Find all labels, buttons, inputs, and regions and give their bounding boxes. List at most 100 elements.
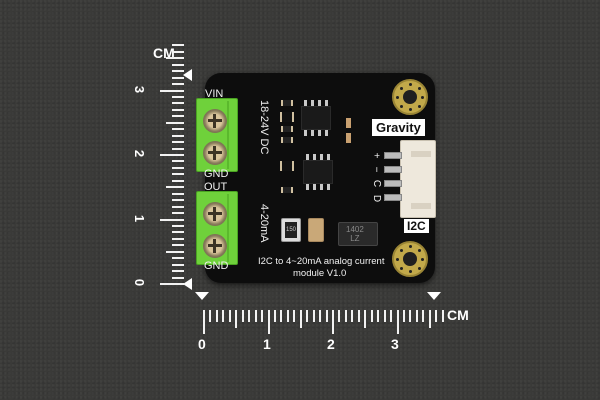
chip-pin — [327, 184, 330, 190]
ruler-tick — [338, 310, 341, 322]
screw-icon — [203, 109, 227, 133]
ruler-tick — [286, 310, 289, 322]
ruler-tick — [312, 310, 315, 322]
ruler-tick — [415, 310, 418, 322]
screw-icon — [203, 141, 227, 165]
pin-label-minus: − — [370, 166, 382, 173]
gnd-label-output: GND — [204, 260, 229, 272]
mounting-hole-top — [392, 79, 428, 115]
connector-pin — [384, 180, 402, 187]
ruler-tick — [280, 310, 283, 322]
ruler-tick — [306, 310, 309, 322]
horizontal-ruler-label-3: 3 — [391, 336, 399, 352]
ruler-tick — [172, 95, 184, 98]
vin-label: VIN — [205, 88, 224, 100]
smd-transistor — [280, 161, 294, 171]
ic-chip-top — [301, 106, 331, 130]
ruler-tick — [172, 166, 184, 169]
ruler-tick — [172, 199, 184, 202]
ruler-tick — [235, 310, 238, 328]
ruler-tick — [166, 250, 184, 253]
vertical-ruler-unit: CM — [153, 45, 175, 61]
smd-resistor — [281, 126, 293, 132]
ruler-tick — [344, 310, 347, 322]
out-label: OUT — [204, 181, 228, 193]
ruler-tick — [160, 283, 184, 285]
ruler-tick — [172, 270, 184, 273]
ruler-tick — [299, 310, 302, 328]
smd-transistor — [280, 112, 294, 122]
ruler-tick — [377, 310, 380, 322]
chip-pin — [318, 100, 321, 106]
ruler-marker-left-icon — [195, 292, 209, 300]
chip-pin — [306, 154, 309, 160]
chip-pin — [304, 100, 307, 106]
ruler-tick — [160, 89, 184, 92]
ruler-tick — [172, 257, 184, 260]
connector-pin — [384, 152, 402, 159]
ruler-tick — [435, 310, 438, 322]
connector-pin — [384, 166, 402, 173]
pin-label-c: C — [371, 179, 383, 188]
chip-pin — [327, 154, 330, 160]
ruler-tick — [390, 310, 393, 322]
chip-pin — [304, 130, 307, 136]
ruler-tick — [332, 310, 334, 334]
ruler-tick — [293, 310, 296, 322]
ruler-tick — [409, 310, 412, 322]
ruler-tick — [228, 310, 231, 322]
ruler-tick — [261, 310, 264, 322]
chip-pin — [320, 184, 323, 190]
chip-pin — [311, 130, 314, 136]
chip-pin — [325, 130, 328, 136]
vertical-ruler-label-2: 2 — [132, 149, 148, 158]
ruler-tick — [422, 310, 425, 322]
ruler-tick — [172, 205, 184, 208]
ruler-tick — [402, 310, 405, 322]
horizontal-ruler: CM 0 1 2 3 — [195, 290, 485, 360]
input-voltage-label: 18-24V DC — [258, 100, 270, 155]
ruler-tick — [172, 83, 184, 86]
ruler-tick — [172, 231, 184, 234]
ruler-tick — [172, 237, 184, 240]
screw-icon — [203, 202, 227, 226]
ruler-tick — [215, 310, 218, 322]
ruler-tick — [172, 102, 184, 105]
ruler-tick — [441, 310, 444, 322]
gravity-badge: Gravity — [372, 119, 425, 136]
mounting-hole-bottom — [392, 241, 428, 277]
chip-pin — [325, 100, 328, 106]
ruler-tick — [172, 141, 184, 144]
ruler-tick — [172, 160, 184, 163]
ruler-tick — [273, 310, 276, 322]
ruler-tick — [172, 108, 184, 111]
ruler-tick — [172, 212, 184, 215]
gravity-i2c-connector[interactable] — [400, 140, 436, 218]
vertical-ruler-label-3: 3 — [132, 85, 148, 94]
ruler-tick — [357, 310, 360, 322]
ruler-tick — [172, 44, 184, 47]
chip-pin — [306, 184, 309, 190]
ruler-tick — [351, 310, 354, 322]
pin-label-d: D — [371, 194, 383, 203]
ruler-tick — [172, 134, 184, 137]
ruler-tick — [160, 154, 184, 156]
smd-capacitor — [346, 133, 351, 143]
ruler-tick — [166, 186, 184, 189]
ruler-tick — [172, 128, 184, 131]
power-resistor: 150 — [281, 218, 301, 242]
ruler-tick — [160, 218, 184, 221]
ruler-tick — [172, 63, 184, 66]
ruler-tick — [428, 310, 431, 328]
chip-pin — [313, 184, 316, 190]
chip-pin — [311, 100, 314, 106]
ruler-tick — [172, 70, 184, 73]
ruler-tick — [267, 310, 270, 334]
board-title-line1: I2C to 4~20mA analog current — [258, 256, 385, 267]
output-current-label: 4-20mA — [258, 204, 270, 243]
ruler-tick — [248, 310, 251, 322]
smd-capacitor — [346, 118, 351, 128]
ruler-tick — [203, 310, 205, 334]
